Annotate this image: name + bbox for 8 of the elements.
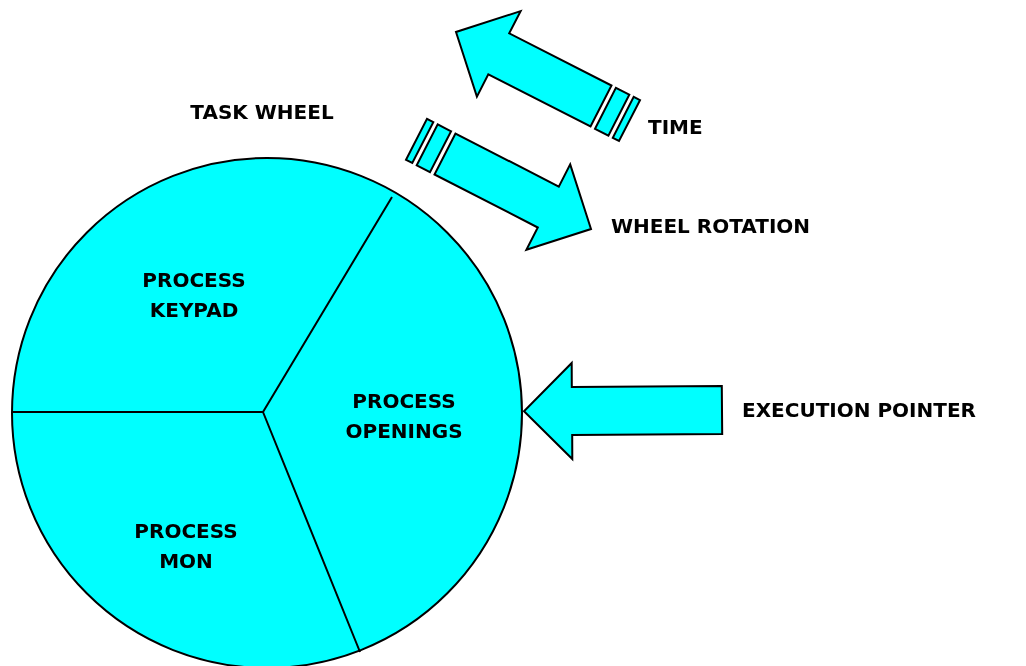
- sector-label: PROCESS OPENINGS: [329, 386, 479, 446]
- block-arrow: [522, 360, 724, 462]
- arrow-label: TIME: [648, 115, 703, 139]
- sector-label: PROCESS MON: [111, 516, 261, 576]
- arrow-label: WHEEL ROTATION: [611, 214, 811, 238]
- sector-label: PROCESS KEYPAD: [119, 265, 269, 325]
- wheel-title: TASK WHEEL: [190, 100, 334, 124]
- pointer-label: EXECUTION POINTER: [722, 398, 976, 422]
